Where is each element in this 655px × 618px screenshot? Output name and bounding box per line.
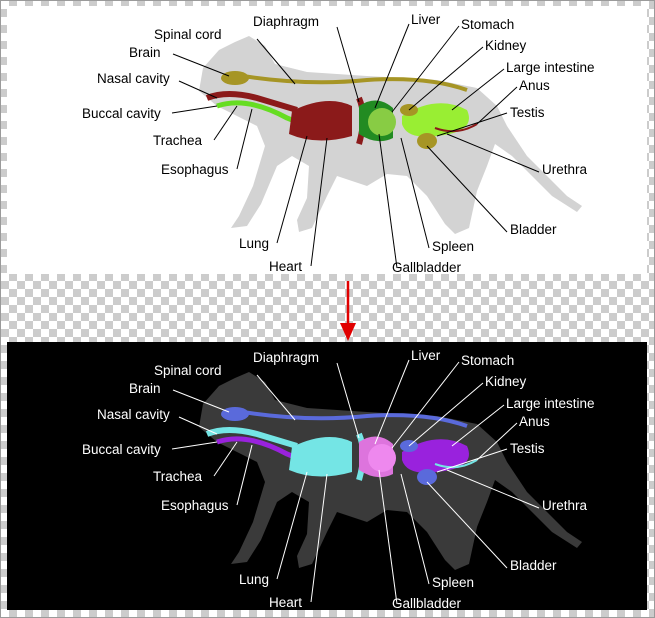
testis-shape <box>417 133 437 149</box>
labels-inverted: Spinal cord Brain Nasal cavity Buccal ca… <box>82 348 595 610</box>
label-nasal-cavity: Nasal cavity <box>97 407 170 422</box>
label-heart: Heart <box>269 259 302 274</box>
urethra-shape <box>434 459 478 469</box>
trachea-shape <box>216 100 308 129</box>
label-large-intestine: Large intestine <box>506 60 595 75</box>
original-diagram: Spinal cord Brain Nasal cavity Buccal ca… <box>7 6 647 274</box>
spinal-cord-shape <box>242 410 468 428</box>
label-spinal-cord: Spinal cord <box>154 363 222 378</box>
label-trachea: Trachea <box>153 133 203 148</box>
label-large-intestine: Large intestine <box>506 396 595 411</box>
label-kidney: Kidney <box>485 374 527 389</box>
label-urethra: Urethra <box>542 498 588 513</box>
label-lung: Lung <box>239 236 269 251</box>
brain-shape <box>221 407 249 421</box>
label-lung: Lung <box>239 572 269 587</box>
transform-arrow <box>340 281 356 341</box>
inverted-diagram-svg: Spinal cord Brain Nasal cavity Buccal ca… <box>82 348 595 610</box>
nasal-shape <box>205 427 298 449</box>
label-testis: Testis <box>510 441 545 456</box>
label-esophagus: Esophagus <box>161 162 229 177</box>
original-diagram-svg: Spinal cord Brain Nasal cavity Buccal ca… <box>82 12 595 274</box>
label-bladder: Bladder <box>510 558 557 573</box>
leader-lines-inverted <box>171 359 540 605</box>
testis-shape <box>417 469 437 485</box>
organs <box>205 71 478 149</box>
organs-inverted <box>205 407 478 485</box>
label-bladder: Bladder <box>510 222 557 237</box>
label-anus: Anus <box>519 78 550 93</box>
intestine-shape <box>402 439 469 473</box>
urethra-shape <box>434 123 478 133</box>
label-liver: Liver <box>411 12 441 27</box>
labels: Spinal cord Brain Nasal cavity Buccal ca… <box>82 12 595 274</box>
label-gallbladder: Gallbladder <box>392 596 462 610</box>
label-testis: Testis <box>510 105 545 120</box>
label-spinal-cord: Spinal cord <box>154 27 222 42</box>
leader-lines <box>171 23 540 269</box>
label-brain: Brain <box>129 45 161 60</box>
label-esophagus: Esophagus <box>161 498 229 513</box>
inverted-diagram: Spinal cord Brain Nasal cavity Buccal ca… <box>7 342 647 610</box>
label-trachea: Trachea <box>153 469 203 484</box>
label-stomach: Stomach <box>461 353 514 368</box>
label-urethra: Urethra <box>542 162 588 177</box>
label-kidney: Kidney <box>485 38 527 53</box>
label-anus: Anus <box>519 414 550 429</box>
label-stomach: Stomach <box>461 17 514 32</box>
nasal-shape <box>205 91 298 113</box>
label-heart: Heart <box>269 595 302 610</box>
label-buccal-cavity: Buccal cavity <box>82 442 161 457</box>
stomach-shape <box>368 108 396 136</box>
label-nasal-cavity: Nasal cavity <box>97 71 170 86</box>
label-diaphragm: Diaphragm <box>253 14 319 29</box>
spinal-cord-shape <box>242 74 468 92</box>
intestine-shape <box>402 103 469 137</box>
label-buccal-cavity: Buccal cavity <box>82 106 161 121</box>
label-diaphragm: Diaphragm <box>253 350 319 365</box>
label-liver: Liver <box>411 348 441 363</box>
stomach-shape <box>368 444 396 472</box>
label-spleen: Spleen <box>432 239 474 254</box>
label-spleen: Spleen <box>432 575 474 590</box>
label-brain: Brain <box>129 381 161 396</box>
brain-shape <box>221 71 249 85</box>
label-gallbladder: Gallbladder <box>392 260 462 274</box>
lung-shape <box>289 101 352 141</box>
trachea-shape <box>216 436 308 465</box>
lung-shape <box>289 437 352 477</box>
